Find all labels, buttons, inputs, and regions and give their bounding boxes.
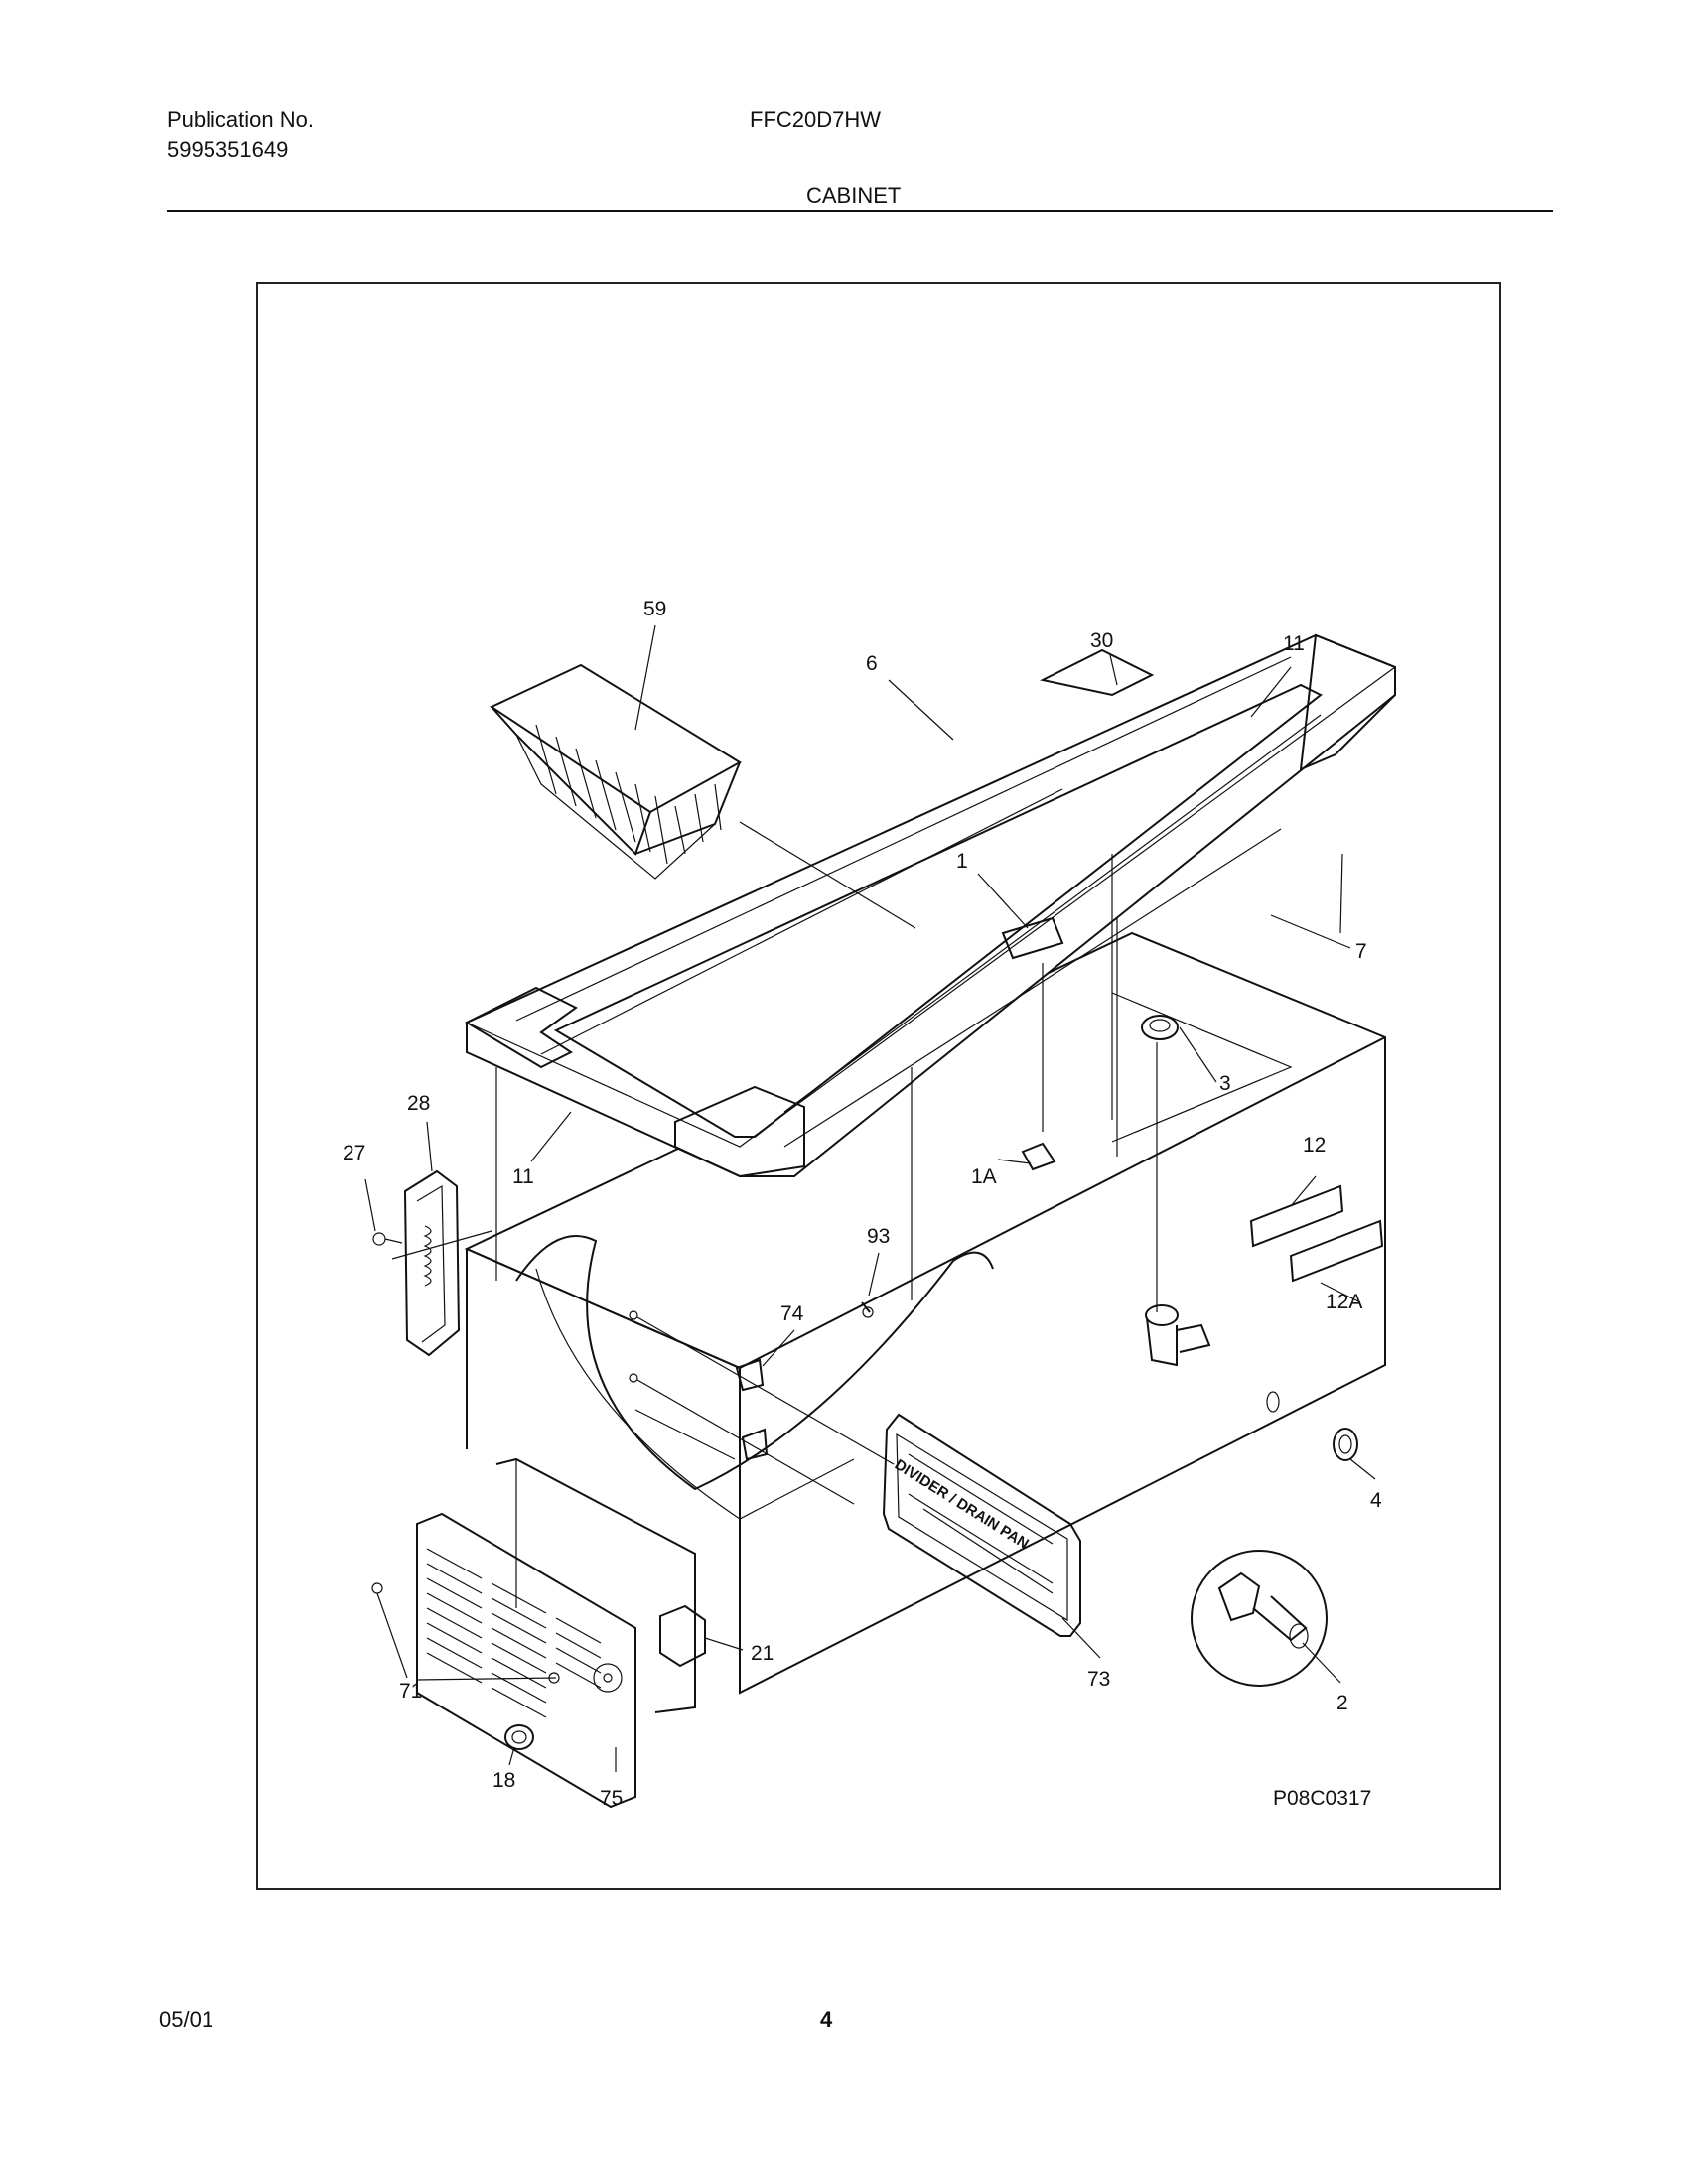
callout-28: 28	[407, 1092, 430, 1115]
callout-18: 18	[492, 1769, 515, 1792]
callout-leaders	[364, 624, 1376, 1772]
callout-11-top: 11	[1283, 632, 1305, 655]
breaker-frame	[464, 633, 1396, 1178]
drain-tube	[1145, 1304, 1358, 1461]
publication-label: Publication No.	[167, 107, 314, 132]
machine-grille	[371, 1512, 706, 1809]
callout-73: 73	[1087, 1668, 1110, 1691]
rating-labels	[1249, 1184, 1384, 1283]
callout-numbers: 59 30 6 11 1 7 3 28 27 11 1A 12 93 12A 7…	[343, 598, 1382, 1810]
wire-basket	[489, 663, 742, 880]
callout-27: 27	[343, 1142, 365, 1164]
drawing-code: P08C0317	[1273, 1787, 1371, 1810]
callout-71: 71	[399, 1680, 422, 1703]
callout-3: 3	[1219, 1072, 1231, 1095]
model-number: FFC20D7HW	[750, 107, 882, 132]
callout-4: 4	[1370, 1489, 1382, 1512]
callout-75: 75	[600, 1787, 623, 1810]
header-rule	[167, 210, 1553, 212]
callout-1: 1	[956, 850, 968, 873]
page-number: 4	[820, 2007, 833, 2032]
diagram-frame	[256, 282, 1501, 1890]
drain-plug	[1141, 1015, 1179, 1040]
callout-74: 74	[780, 1302, 804, 1325]
lid-hinge	[372, 1169, 461, 1357]
drain-fitting-detail	[1191, 1550, 1328, 1687]
callout-2: 2	[1336, 1692, 1348, 1714]
callout-21: 21	[751, 1642, 774, 1665]
divider-supports	[629, 1301, 895, 1505]
callout-11-left: 11	[512, 1165, 534, 1188]
callout-6: 6	[866, 652, 878, 675]
publication-number: 5995351649	[167, 137, 289, 162]
divider-drain-pan: DIVIDER / DRAIN PAN	[882, 1413, 1081, 1637]
callout-93: 93	[867, 1225, 890, 1248]
callout-12A: 12A	[1326, 1291, 1362, 1313]
callout-1A: 1A	[971, 1165, 997, 1188]
callout-30: 30	[1090, 629, 1113, 652]
section-title: CABINET	[806, 183, 902, 207]
footer-date: 05/01	[159, 2007, 214, 2032]
callout-12: 12	[1303, 1134, 1326, 1157]
callout-59: 59	[643, 598, 666, 620]
callout-7: 7	[1355, 940, 1367, 963]
